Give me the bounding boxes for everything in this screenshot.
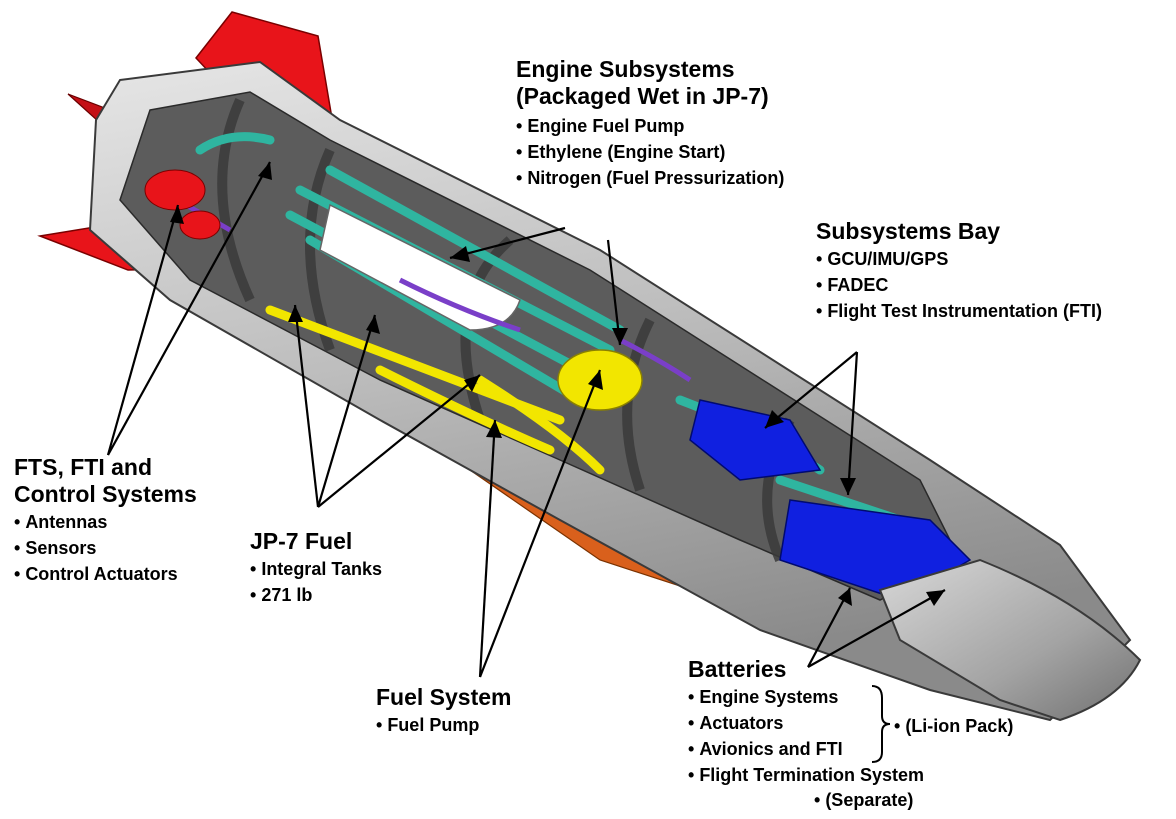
fts-title-line2: Control Systems — [14, 481, 197, 507]
engine-subsystems-list: Engine Fuel Pump Ethylene (Engine Start)… — [516, 113, 784, 191]
jp7-fuel-title: JP-7 Fuel — [250, 528, 353, 554]
subsystems-bay-item: GCU/IMU/GPS — [816, 246, 1102, 272]
avionics-boxes — [689, 399, 972, 601]
fuel-system-callout: Fuel System Fuel Pump — [376, 684, 512, 738]
jp7-fuel-list: Integral Tanks 271 lb — [250, 556, 382, 608]
jp7-item: Integral Tanks — [250, 556, 382, 582]
aft-actuators — [144, 169, 221, 240]
engine-item: Ethylene (Engine Start) — [516, 139, 784, 165]
fts-list: Antennas Sensors Control Actuators — [14, 509, 197, 587]
batteries-item: Avionics and FTI — [688, 736, 924, 762]
subsystems-bay-list: GCU/IMU/GPS FADEC Flight Test Instrument… — [816, 246, 1102, 324]
fts-item: Antennas — [14, 509, 197, 535]
subsystems-bay-callout: Subsystems Bay GCU/IMU/GPS FADEC Flight … — [816, 218, 1102, 324]
engine-subsystems-title-line2: (Packaged Wet in JP-7) — [516, 83, 769, 109]
batteries-list: Engine Systems Actuators Avionics and FT… — [688, 684, 924, 788]
fuel-system-list: Fuel Pump — [376, 712, 512, 738]
fuel-system-title: Fuel System — [376, 684, 512, 710]
nose-cone — [878, 558, 1142, 722]
fts-fti-control-callout: FTS, FTI and Control Systems Antennas Se… — [14, 454, 197, 587]
jp7-fuel-callout: JP-7 Fuel Integral Tanks 271 lb — [250, 528, 382, 608]
batteries-item: Actuators — [688, 710, 924, 736]
fts-item: Sensors — [14, 535, 197, 561]
separate-note: (Separate) — [814, 787, 913, 813]
jp7-item: 271 lb — [250, 582, 382, 608]
fuel-lines — [265, 305, 605, 475]
leader-arrowheads — [170, 162, 945, 606]
subsystems-bay-item: FADEC — [816, 272, 1102, 298]
engine-item: Nitrogen (Fuel Pressurization) — [516, 165, 784, 191]
batteries-item: Flight Termination System — [688, 762, 924, 788]
li-ion-pack-label: (Li-ion Pack) — [894, 713, 1013, 739]
fts-item: Control Actuators — [14, 561, 197, 587]
fuel-system-item: Fuel Pump — [376, 712, 512, 738]
subsystems-bay-title: Subsystems Bay — [816, 218, 1001, 244]
engine-subsystems-callout: Engine Subsystems (Packaged Wet in JP-7)… — [516, 56, 784, 191]
batteries-item: Engine Systems — [688, 684, 924, 710]
subsystems-bay-item: Flight Test Instrumentation (FTI) — [816, 298, 1102, 324]
engine-subsystems-title-line1: Engine Subsystems — [516, 56, 735, 82]
fts-title-line1: FTS, FTI and — [14, 454, 152, 480]
batteries-callout: Batteries Engine Systems Actuators Avion… — [688, 656, 924, 788]
batteries-title: Batteries — [688, 656, 787, 682]
leader-lines — [106, 161, 946, 678]
engine-item: Engine Fuel Pump — [516, 113, 784, 139]
